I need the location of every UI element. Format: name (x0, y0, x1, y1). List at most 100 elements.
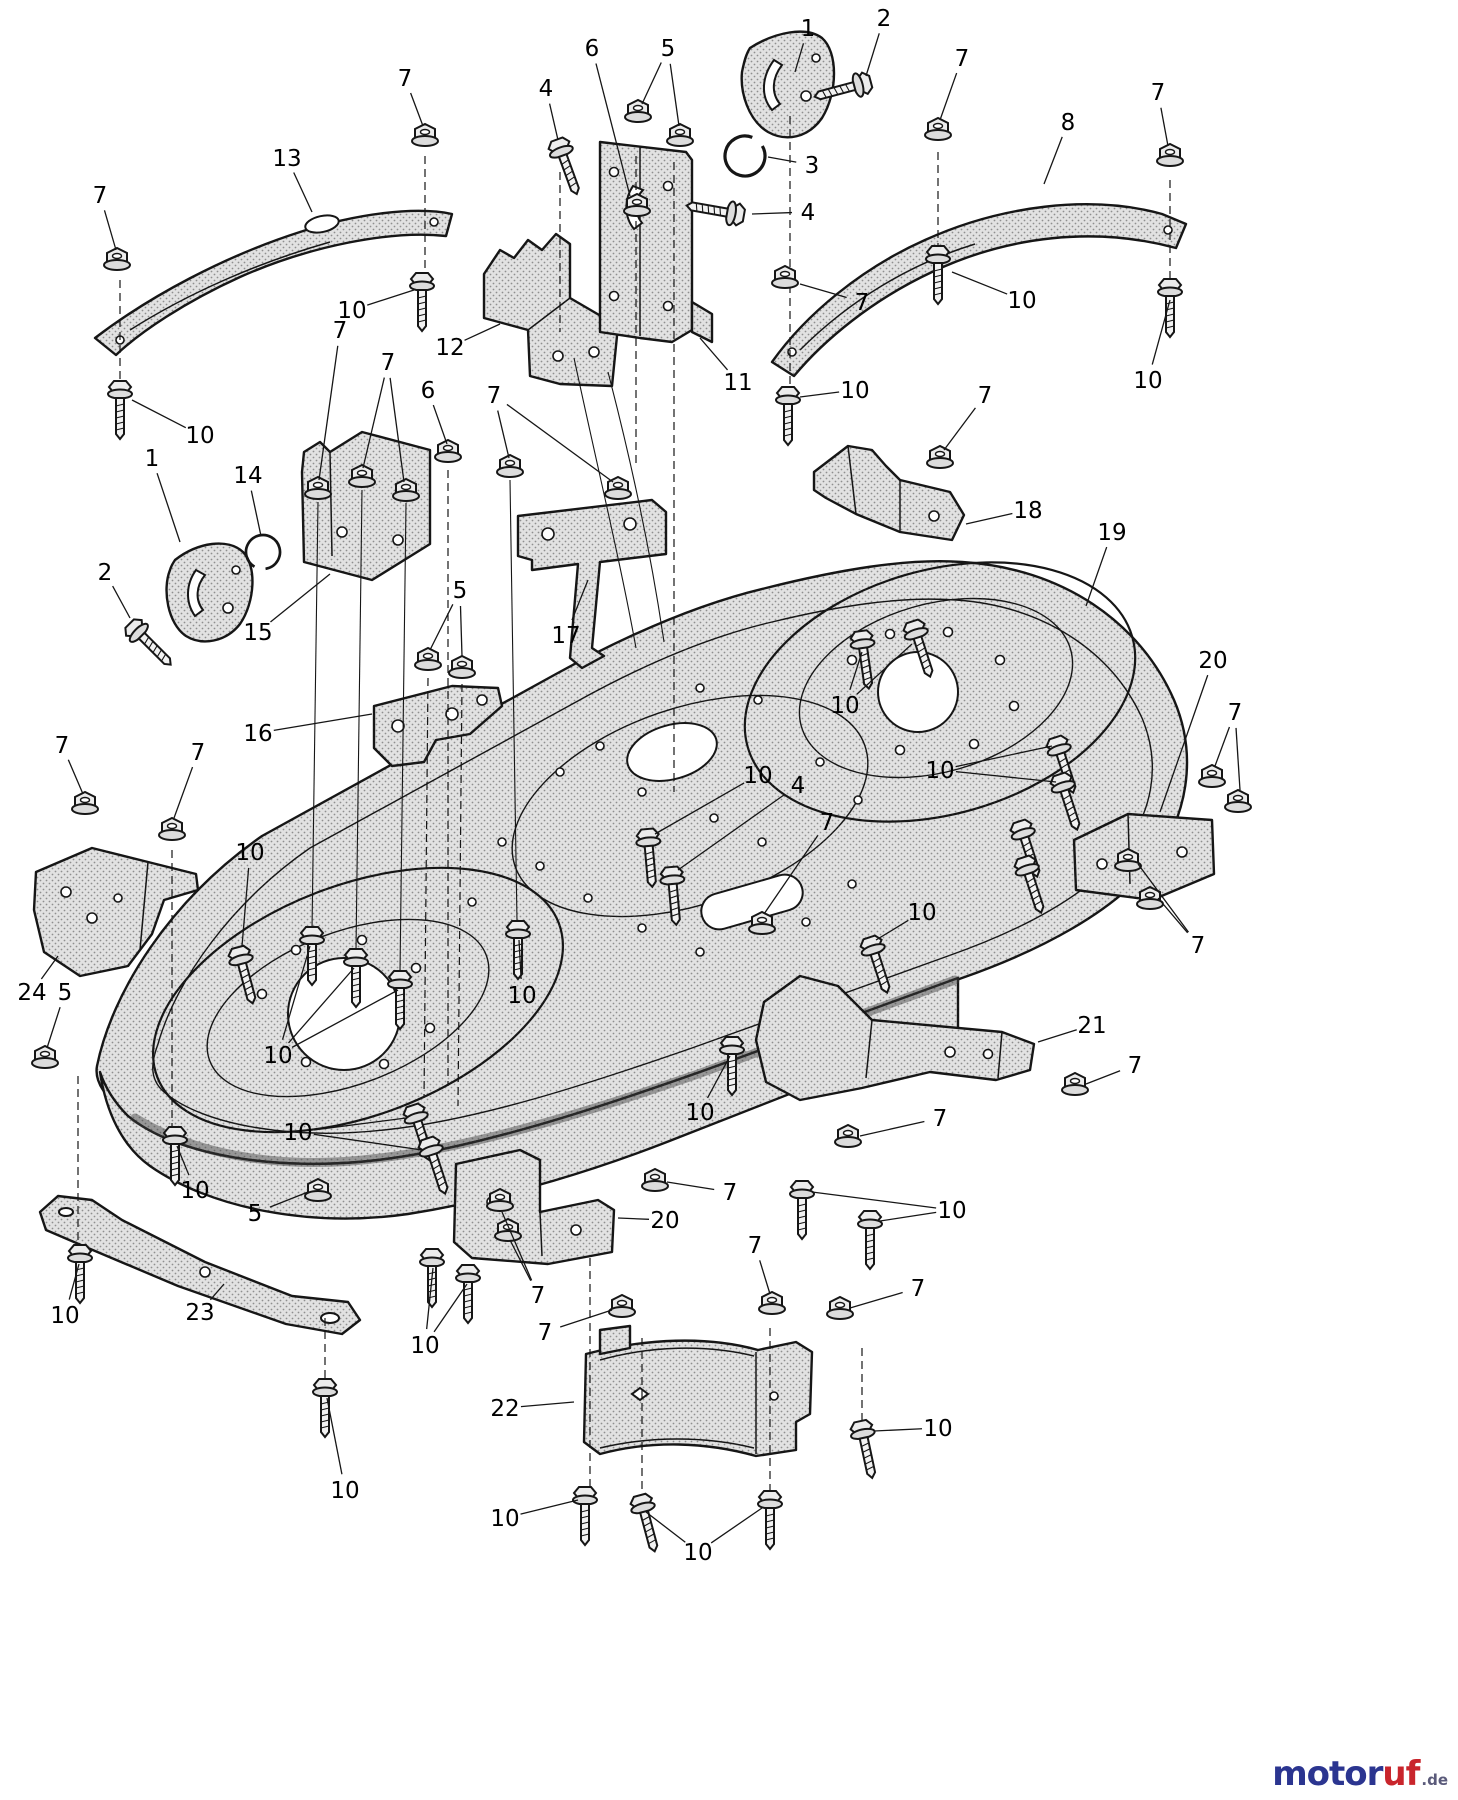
callout-leader-line (103, 210, 117, 251)
flange-nut (834, 1124, 862, 1148)
callout-leader-line (571, 579, 589, 621)
callout-leader-line (699, 337, 729, 371)
callout-leader-line (291, 989, 399, 1048)
callout-10: 10 (937, 1198, 966, 1224)
callout-6: 6 (421, 378, 436, 404)
callout-10: 10 (490, 1506, 519, 1532)
callout-18: 18 (1013, 498, 1042, 524)
callout-10: 10 (180, 1178, 209, 1204)
callout-5: 5 (58, 980, 73, 1006)
callout-leader-line (811, 1191, 937, 1209)
callout-leader-line (1085, 546, 1108, 607)
watermark-suffix: .de (1421, 1771, 1448, 1789)
callout-10: 10 (923, 1416, 952, 1442)
callout-leader-line (1160, 107, 1169, 147)
callout-10: 10 (50, 1303, 79, 1329)
callout-7: 7 (1191, 933, 1206, 959)
flange-nut (924, 117, 952, 141)
callout-20: 20 (1198, 648, 1227, 674)
callout-leader-line (1037, 1029, 1077, 1043)
flange-nut (1156, 143, 1184, 167)
hex-bolt (544, 134, 590, 200)
callout-leader-line (951, 271, 1008, 295)
callout-7: 7 (820, 810, 835, 836)
part-22-discharge-baffle (582, 1324, 814, 1458)
callout-leader-line (645, 1511, 686, 1543)
flange-nut (1061, 1072, 1089, 1096)
callout-19: 19 (1097, 520, 1126, 546)
callout-leader-line (1214, 726, 1231, 767)
flange-nut (666, 123, 694, 147)
flange-nut (758, 1291, 786, 1315)
callout-7: 7 (723, 1180, 738, 1206)
part-8-curved-bracket (770, 203, 1188, 378)
callout-10: 10 (925, 758, 954, 784)
callout-7: 7 (933, 1106, 948, 1132)
callout-8: 8 (1061, 110, 1076, 136)
callout-6: 6 (585, 36, 600, 62)
callout-leader-line (666, 1181, 715, 1191)
callout-23: 23 (185, 1300, 214, 1326)
callout-leader-line (520, 1499, 579, 1515)
hex-bolt (107, 380, 133, 440)
callout-leader-line (955, 770, 1057, 783)
callout-22: 22 (490, 1396, 519, 1422)
callout-leader-line (46, 1007, 61, 1049)
hex-bolt (857, 1210, 883, 1270)
callout-leader-line (955, 745, 1053, 768)
hex-bolt (683, 192, 747, 229)
callout-leader-line (1159, 674, 1209, 813)
flange-nut (624, 99, 652, 123)
flange-nut (826, 1296, 854, 1320)
callout-leader-line (432, 404, 448, 445)
callout-leader-line (794, 43, 805, 73)
callout-leader-line (1085, 1070, 1121, 1085)
callout-leader-line (965, 512, 1013, 525)
callout-leader-line (313, 1133, 423, 1151)
callout-leader-line (112, 585, 131, 619)
callout-leader-line (1137, 863, 1189, 933)
callout-2: 2 (98, 560, 113, 586)
callout-10: 10 (283, 1120, 312, 1146)
part-13-curved-bracket (93, 209, 454, 357)
part-12-mount-bracket (482, 232, 620, 388)
watermark-brand-part2: uf (1382, 1754, 1420, 1794)
deck-left-spindle-area (151, 866, 565, 1134)
callout-5: 5 (248, 1201, 263, 1227)
callout-10: 10 (410, 1333, 439, 1359)
callout-20: 20 (650, 1208, 679, 1234)
callout-leader-line (654, 782, 745, 835)
callout-16: 16 (243, 721, 272, 747)
callout-10: 10 (840, 378, 869, 404)
callout-5: 5 (661, 36, 676, 62)
callout-10: 10 (1007, 288, 1036, 314)
hex-bolt (409, 272, 435, 332)
callout-7: 7 (531, 1283, 546, 1309)
callout-10: 10 (685, 1100, 714, 1126)
callout-leader-line (40, 955, 59, 980)
part-3-ring-clip (716, 127, 774, 185)
callout-leader-line (849, 651, 863, 690)
callout-21: 21 (1077, 1013, 1106, 1039)
callout-7: 7 (398, 66, 413, 92)
part-20-bracket-right (1072, 812, 1216, 902)
callout-7: 7 (333, 318, 348, 344)
callout-4: 4 (791, 773, 806, 799)
callout-4: 4 (539, 76, 554, 102)
callout-leader-line (669, 63, 680, 127)
callout-7: 7 (911, 1276, 926, 1302)
callout-leader-line (367, 289, 415, 306)
callout-leader-line (710, 1507, 763, 1544)
callout-leader-line (641, 62, 662, 105)
callout-leader-line (943, 407, 976, 451)
callout-leader-line (518, 939, 522, 980)
flange-nut (608, 1294, 636, 1318)
callout-leader-line (241, 867, 250, 947)
flange-nut (448, 655, 476, 679)
flange-nut (414, 647, 442, 671)
callout-leader-line (173, 766, 194, 819)
part-17-u-bracket (516, 498, 668, 670)
flange-nut (434, 439, 462, 463)
callout-leader-line (410, 92, 424, 127)
